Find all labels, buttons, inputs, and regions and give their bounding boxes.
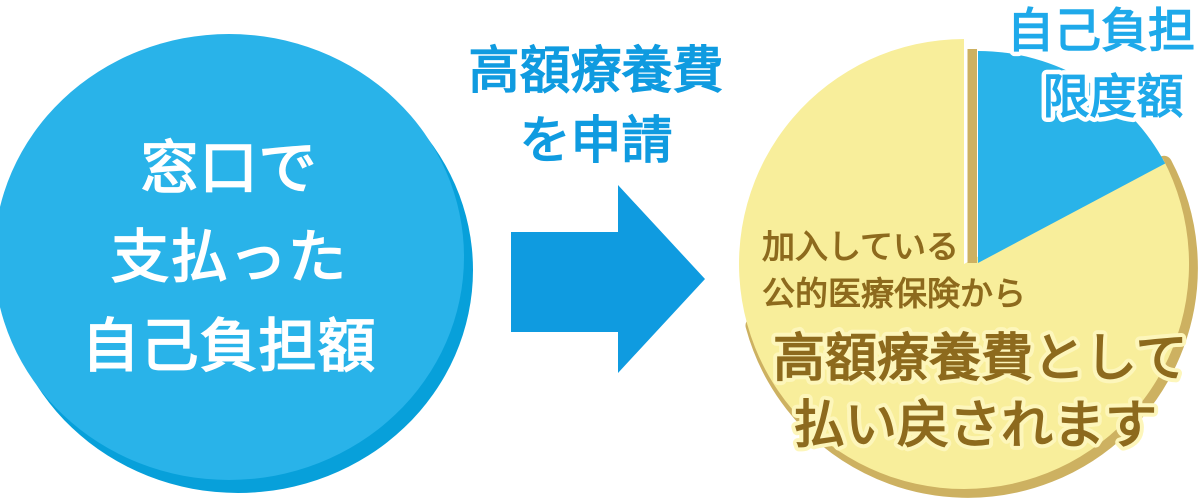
pie-refund-slice: [739, 39, 1190, 489]
pie-cut-edge: [967, 49, 977, 263]
copay-limit-label-line-2: 限度額: [1043, 70, 1184, 123]
window-payment-circle: 窓口で 支払った 自己負担額: [0, 34, 464, 480]
pie-copay-slice: [978, 51, 1166, 263]
apply-heading: 高額療養費 を申請: [446, 36, 746, 176]
pie-body-large-line-2: 払い戻されます: [793, 397, 1157, 455]
right-arrow-icon: [511, 185, 705, 373]
window-payment-line-2: 支払った: [110, 224, 347, 290]
apply-heading-line-1: 高額療養費: [468, 42, 724, 99]
pie-body-small-line-2: 公的医療保険から: [762, 275, 1026, 312]
pie-body-large-line-1: 高額療養費として: [773, 330, 1187, 388]
pie-body-small-line-1: 加入している: [762, 228, 959, 265]
copay-limit-label-line-1: 自己負担: [1007, 4, 1195, 57]
window-payment-line-3: 自己負担額: [81, 313, 377, 379]
window-payment-line-1: 窓口で: [140, 135, 318, 201]
apply-heading-line-2: を申請: [519, 112, 673, 169]
